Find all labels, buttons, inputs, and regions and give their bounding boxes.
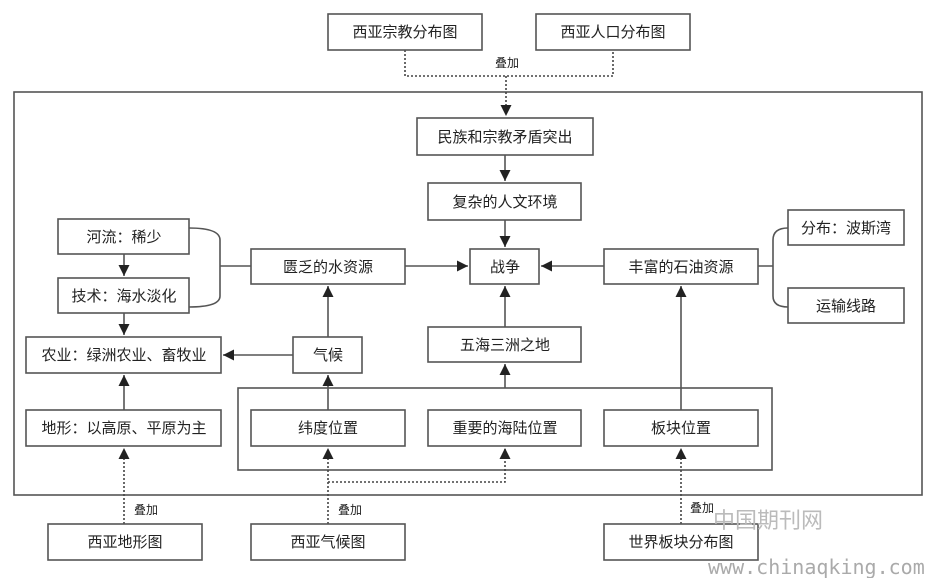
- outer-frame: [13, 91, 923, 496]
- node-five-seas: 五海三洲之地: [427, 326, 582, 363]
- svg-text:重要的海陆位置: 重要的海陆位置: [452, 419, 557, 437]
- svg-text:板块位置: 板块位置: [651, 419, 711, 437]
- climate-overlay-arrow-sealand: [328, 448, 511, 483]
- node-persian-gulf: 分布：波斯湾: [787, 209, 905, 246]
- node-terrain: 地形：以高原、平原为主: [25, 409, 222, 447]
- svg-text:西亚地形图: 西亚地形图: [87, 533, 162, 551]
- overlay-label-top: 叠加: [495, 56, 519, 70]
- svg-text:复杂的人文环境: 复杂的人文环境: [452, 193, 557, 211]
- node-plate: 板块位置: [603, 409, 759, 447]
- node-religion-map: 西亚宗教分布图: [327, 13, 483, 51]
- node-rivers: 河流：稀少: [57, 218, 190, 255]
- svg-text:技术：海水淡化: 技术：海水淡化: [71, 287, 176, 305]
- right-bracket: [758, 227, 789, 308]
- node-war: 战争: [469, 248, 540, 285]
- node-population-map: 西亚人口分布图: [535, 13, 691, 51]
- svg-text:河流：稀少: 河流：稀少: [86, 228, 161, 246]
- node-climate: 气候: [292, 336, 363, 374]
- svg-text:西亚宗教分布图: 西亚宗教分布图: [352, 23, 457, 41]
- node-terrain-map: 西亚地形图: [47, 523, 203, 561]
- svg-text:五海三洲之地: 五海三洲之地: [460, 336, 550, 354]
- top-overlay-connector: [404, 50, 614, 77]
- node-transport: 运输线路: [787, 287, 905, 324]
- svg-text:分布：波斯湾: 分布：波斯湾: [801, 219, 891, 237]
- svg-text:西亚人口分布图: 西亚人口分布图: [560, 23, 665, 41]
- svg-text:战争: 战争: [490, 258, 520, 276]
- svg-text:农业：绿洲农业、畜牧业: 农业：绿洲农业、畜牧业: [41, 346, 206, 364]
- left-bracket: [188, 227, 251, 308]
- svg-text:世界板块分布图: 世界板块分布图: [628, 533, 733, 551]
- node-water: 匮乏的水资源: [250, 248, 406, 285]
- watermark-cn: 中国期刊网: [713, 509, 823, 534]
- overlay-label-climate: 叠加: [338, 503, 362, 517]
- svg-text:地形：以高原、平原为主: 地形：以高原、平原为主: [41, 419, 206, 437]
- svg-text:匮乏的水资源: 匮乏的水资源: [283, 258, 373, 276]
- svg-text:纬度位置: 纬度位置: [298, 419, 358, 437]
- node-ethnic-conflict: 民族和宗教矛盾突出: [416, 117, 594, 156]
- node-plate-map: 世界板块分布图: [603, 523, 759, 561]
- node-tech: 技术：海水淡化: [57, 277, 190, 314]
- node-climate-map: 西亚气候图: [250, 523, 406, 561]
- svg-text:运输线路: 运输线路: [816, 297, 876, 315]
- watermark-url: www.chinaqking.com: [708, 555, 925, 578]
- overlay-label-terrain: 叠加: [134, 503, 158, 517]
- node-latitude: 纬度位置: [250, 409, 406, 447]
- node-human-env: 复杂的人文环境: [427, 182, 582, 221]
- node-sea-land: 重要的海陆位置: [427, 409, 582, 447]
- svg-text:西亚气候图: 西亚气候图: [290, 533, 365, 551]
- svg-text:丰富的石油资源: 丰富的石油资源: [628, 258, 733, 276]
- node-oil: 丰富的石油资源: [603, 248, 759, 285]
- svg-text:民族和宗教矛盾突出: 民族和宗教矛盾突出: [437, 128, 572, 146]
- overlay-label-plate: 叠加: [690, 501, 714, 515]
- node-agriculture: 农业：绿洲农业、畜牧业: [25, 336, 222, 374]
- svg-text:气候: 气候: [313, 346, 343, 364]
